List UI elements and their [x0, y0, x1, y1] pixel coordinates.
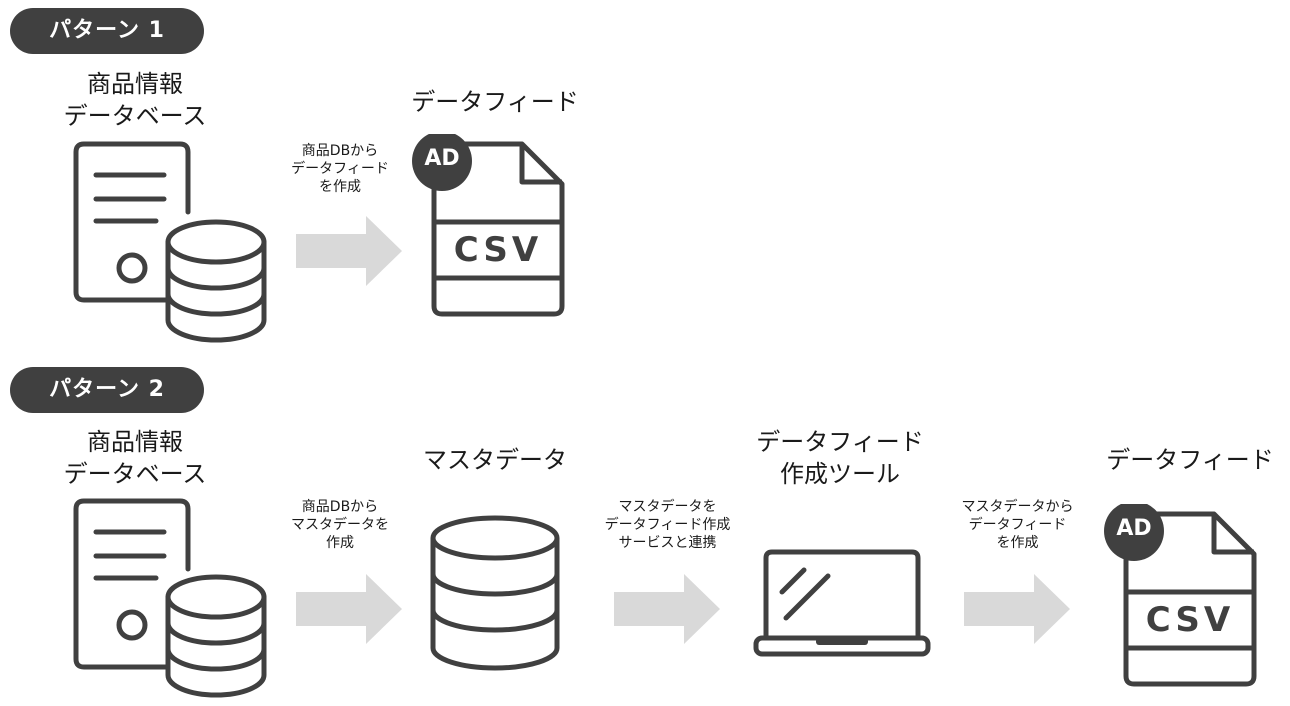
caption-line: データフィード [968, 517, 1067, 533]
caption-line: マスタデータを [618, 499, 717, 515]
database-icon [430, 515, 560, 671]
caption-line: 商品DBから [301, 499, 379, 515]
file-icon [412, 131, 565, 317]
server-database-icon [73, 141, 267, 343]
caption-line: データフィード作成 [604, 517, 731, 533]
data-feed-title: データフィード [1106, 446, 1274, 474]
arrow-caption: 商品DBから マスタデータを 作成 [270, 498, 410, 552]
arrow-caption: マスタデータを データフィード作成 サービスと連携 [585, 498, 750, 552]
csv-label: CSV [453, 230, 543, 270]
arrow-right-icon [296, 574, 402, 644]
csv-file-icon: AD CSV [1102, 501, 1262, 690]
arrow-right-icon [296, 216, 402, 286]
title-line: データフィード [756, 428, 924, 456]
csv-file-icon: AD CSV [410, 131, 570, 320]
caption-line: データフィード [291, 161, 389, 177]
title-line: 商品情報 [87, 70, 183, 98]
feed-tool-title: データフィード 作成ツール [740, 426, 940, 490]
data-feed-title: データフィード [411, 88, 579, 116]
csv-label: CSV [1145, 600, 1235, 640]
title-line: データベース [63, 102, 207, 130]
laptop-icon [753, 549, 931, 657]
arrow-right-icon [614, 574, 720, 644]
arrow-caption: 商品DBから データフィード を作成 [280, 142, 400, 196]
product-db-title: 商品情報 データベース [50, 68, 220, 132]
pattern-2-label: パターン 2 [10, 367, 204, 413]
caption-line: 商品DBから [301, 143, 379, 159]
caption-line: を作成 [319, 179, 361, 195]
title-line: 作成ツール [780, 460, 900, 488]
title-line: 商品情報 [87, 428, 183, 456]
ad-badge: AD [1116, 516, 1152, 541]
pattern-1-label: パターン 1 [10, 8, 204, 54]
caption-line: サービスと連携 [618, 535, 717, 551]
caption-line: マスタデータを [291, 517, 389, 533]
ad-badge: AD [424, 146, 460, 171]
caption-line: を作成 [996, 535, 1039, 551]
caption-line: マスタデータから [961, 499, 1074, 515]
product-db-title: 商品情報 データベース [50, 426, 220, 490]
arrow-right-icon [964, 574, 1070, 644]
arrow-caption: マスタデータから データフィード を作成 [935, 498, 1100, 552]
title-line: データベース [63, 460, 207, 488]
file-icon [1104, 501, 1257, 687]
server-database-icon [73, 498, 267, 698]
caption-line: 作成 [326, 535, 354, 551]
master-data-title: マスタデータ [423, 446, 567, 474]
